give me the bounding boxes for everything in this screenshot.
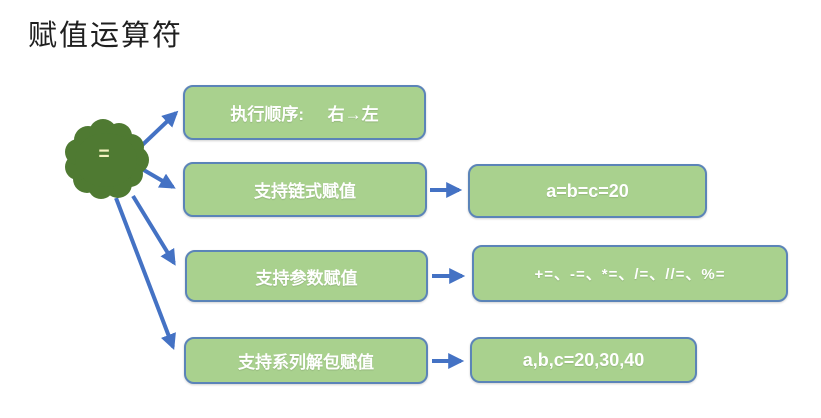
connector-arrow-to-unpacking bbox=[114, 197, 176, 350]
node-augmented-operators: +=、-=、*=、/=、//=、%= bbox=[472, 245, 788, 302]
connector-arrow-to-execution-order bbox=[134, 110, 179, 153]
connector-arrows bbox=[114, 110, 466, 369]
node-chained-assignment: 支持链式赋值 bbox=[183, 162, 427, 217]
node-chained-example: a=b=c=20 bbox=[468, 164, 707, 218]
node-label: 执行顺序: 右→左 bbox=[230, 105, 379, 124]
node-augmented-assignment: 支持参数赋值 bbox=[185, 250, 428, 302]
node-execution-order: 执行顺序: 右→左 bbox=[183, 85, 426, 140]
node-label: a,b,c=20,30,40 bbox=[522, 349, 645, 370]
cloud-equals-label: = bbox=[98, 144, 110, 165]
node-label: 支持链式赋值 bbox=[254, 182, 356, 201]
node-unpacking-assignment: 支持系列解包赋值 bbox=[184, 337, 428, 384]
connector-arrow-to-chained bbox=[140, 167, 176, 189]
node-unpacking-example: a,b,c=20,30,40 bbox=[470, 337, 697, 383]
node-label: 支持参数赋值 bbox=[255, 268, 358, 288]
node-label: a=b=c=20 bbox=[546, 180, 629, 201]
connector-arrow-to-augmented bbox=[131, 194, 176, 266]
node-label: 支持系列解包赋值 bbox=[238, 353, 374, 372]
node-label: +=、-=、*=、/=、//=、%= bbox=[534, 266, 726, 283]
page-title: 赋值运算符 bbox=[28, 20, 184, 52]
